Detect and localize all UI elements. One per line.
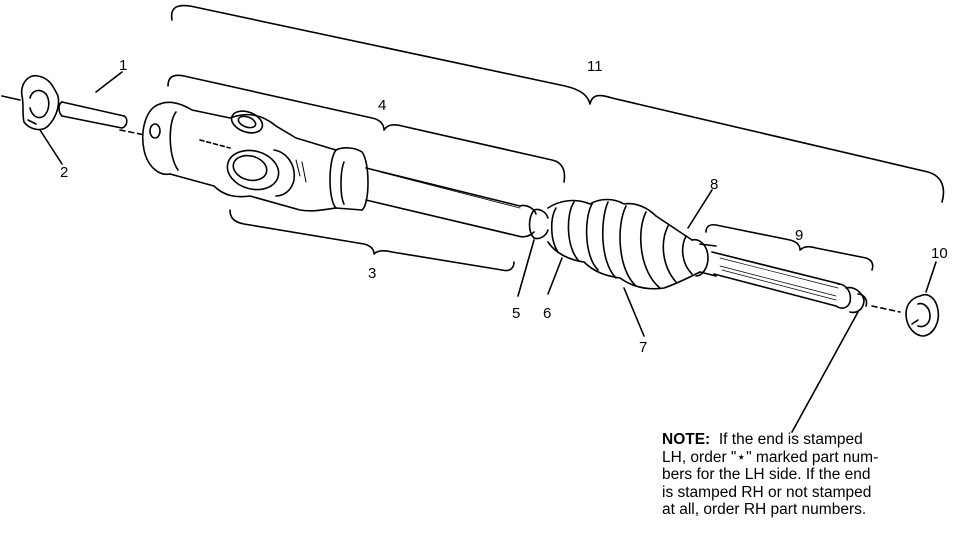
callout-10: 10 (931, 245, 948, 262)
leader-note (791, 311, 859, 433)
note-text-1: If the end is stamped (718, 431, 863, 448)
note-heading: NOTE: (662, 431, 711, 448)
callout-1: 1 (119, 57, 127, 74)
bracket-4 (167, 74, 566, 183)
shaft-part-3 (365, 167, 537, 238)
note-line-1: NOTE: If the end is stamped (662, 431, 948, 449)
pin-part-1 (58, 101, 128, 129)
leader-7 (623, 287, 645, 337)
boot-part-6-7 (547, 198, 701, 290)
callout-9: 9 (795, 227, 803, 244)
yoke-part-4 (142, 101, 337, 212)
leader-10 (925, 261, 937, 293)
clamp-part-5 (528, 208, 549, 240)
callout-11: 11 (587, 58, 603, 75)
callout-3: 3 (368, 265, 376, 282)
bracket-11 (170, 4, 945, 203)
note-line-5: at all, order RH part numbers. (662, 501, 867, 519)
callout-6: 6 (543, 305, 551, 322)
callout-7: 7 (639, 339, 647, 356)
leader-1 (95, 71, 123, 93)
callout-8: 8 (710, 176, 718, 193)
leader-2 (39, 129, 63, 165)
leader-8 (687, 189, 713, 229)
note-line-2: LH, order "⋆" marked part num- (662, 448, 879, 466)
note-line-3: bers for the LH side. If the end (662, 466, 871, 484)
leader-5 (517, 239, 535, 297)
note-line-4: is stamped RH or not stamped (662, 483, 872, 501)
callout-5: 5 (512, 305, 520, 322)
outer-joint-part-8 (691, 238, 717, 277)
callout-4: 4 (378, 97, 386, 114)
leader-6 (547, 257, 563, 295)
circlip-part-10 (905, 294, 940, 337)
bracket-3 (229, 209, 515, 272)
ordering-note: NOTE: If the end is stamped LH, order "⋆… (662, 431, 948, 519)
bracket-9 (705, 223, 874, 271)
circlip-part-2 (20, 74, 60, 131)
stub-shaft-part-9 (711, 251, 868, 314)
shaft-collar (329, 147, 369, 211)
callout-2: 2 (60, 164, 68, 181)
